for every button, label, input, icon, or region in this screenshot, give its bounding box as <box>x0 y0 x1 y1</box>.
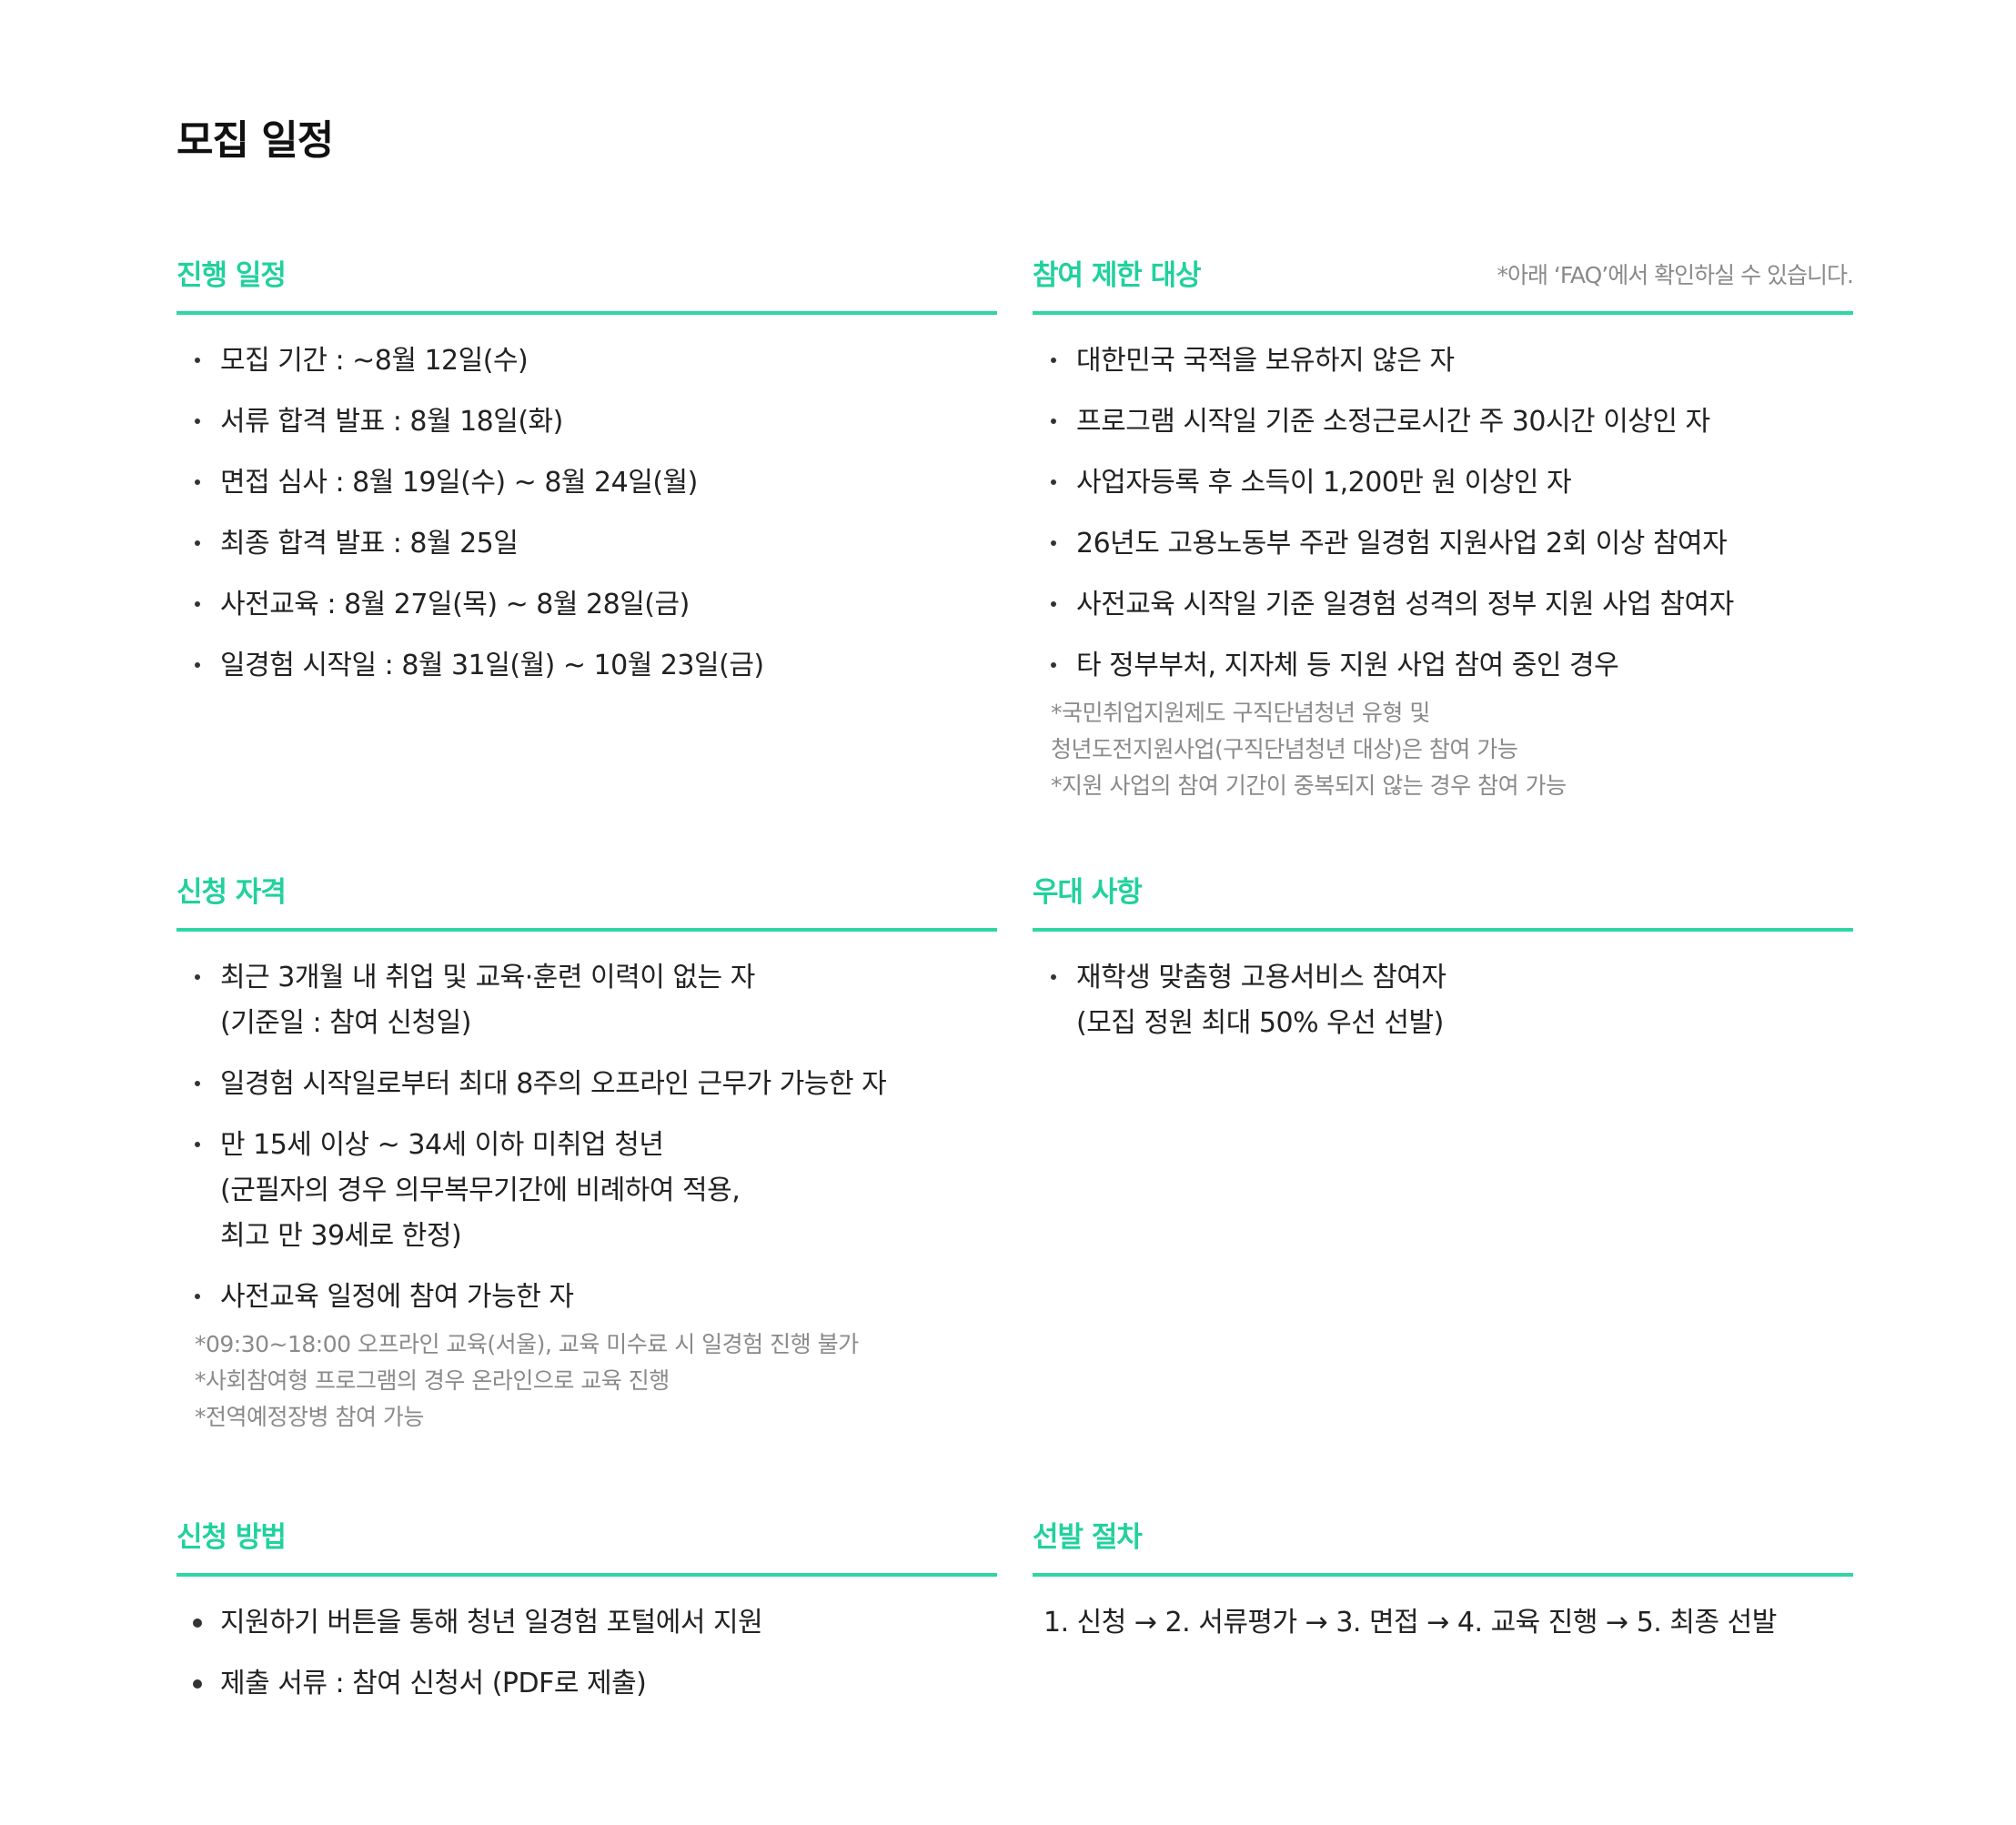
selection-title: 선발 절차 <box>1033 1521 1143 1554</box>
bullet-icon <box>1051 479 1056 485</box>
list-item-text: 모집 기간 : ~8월 12일(수) <box>220 345 529 377</box>
list-item-text: 최근 3개월 내 취업 및 교육·훈련 이력이 없는 자 (기준일 : 참여 신… <box>220 962 755 1039</box>
list-item: 최근 3개월 내 취업 및 교육·훈련 이력이 없는 자 (기준일 : 참여 신… <box>176 955 997 1046</box>
bullet-icon <box>195 601 200 607</box>
restrictions-section: 참여 제한 대상 *아래 ‘FAQ’에서 확인하실 수 있습니다. 대한민국 국… <box>1033 255 1854 804</box>
list-item: 재학생 맞춤형 고용서비스 참여자 (모집 정원 최대 50% 우선 선발) <box>1033 955 1853 1046</box>
restrictions-header: 참여 제한 대상 *아래 ‘FAQ’에서 확인하실 수 있습니다. <box>1033 255 1854 315</box>
schedule-header: 진행 일정 <box>176 255 997 315</box>
page-title: 모집 일정 <box>176 117 334 164</box>
bullet-icon <box>193 1618 202 1628</box>
list-item-text: 만 15세 이상 ~ 34세 이하 미취업 청년 (군필자의 경우 의무복무기간… <box>220 1129 741 1252</box>
list-item-text: 대한민국 국적을 보유하지 않은 자 <box>1076 345 1455 377</box>
bullet-icon <box>195 1081 200 1086</box>
list-item-text: 사업자등록 후 소득이 1,200만 원 이상인 자 <box>1076 467 1572 499</box>
method-header: 신청 방법 <box>176 1517 997 1577</box>
bullet-icon <box>195 1294 200 1299</box>
list-item-text: 면접 심사 : 8월 19일(수) ~ 8월 24일(월) <box>220 467 698 499</box>
schedule-title: 진행 일정 <box>176 259 287 292</box>
schedule-list: 모집 기간 : ~8월 12일(수) 서류 합격 발표 : 8월 18일(화) … <box>176 338 997 689</box>
list-item-text: 26년도 고용노동부 주관 일경험 지원사업 2회 이상 참여자 <box>1076 528 1728 560</box>
faq-note: *아래 ‘FAQ’에서 확인하실 수 있습니다. <box>1497 262 1854 288</box>
list-item-text: 일경험 시작일 : 8월 31일(월) ~ 10월 23일(금) <box>220 650 764 681</box>
eligibility-list: 최근 3개월 내 취업 및 교육·훈련 이력이 없는 자 (기준일 : 참여 신… <box>176 955 997 1320</box>
bullet-icon <box>1051 358 1056 363</box>
method-title: 신청 방법 <box>176 1521 287 1554</box>
list-item-text: 타 정부부처, 지자체 등 지원 사업 참여 중인 경우 <box>1076 650 1619 681</box>
bullet-icon <box>193 1679 202 1689</box>
bullet-icon <box>195 974 200 980</box>
selection-steps: 1. 신청 → 2. 서류평가 → 3. 면접 → 4. 교육 진행 → 5. … <box>1043 1607 1777 1638</box>
list-item-text: 일경험 시작일로부터 최대 8주의 오프라인 근무가 가능한 자 <box>220 1068 887 1100</box>
bullet-icon <box>195 540 200 546</box>
method-list: 지원하기 버튼을 통해 청년 일경험 포털에서 지원 제출 서류 : 참여 신청… <box>176 1600 997 1707</box>
bullet-icon <box>1051 418 1056 424</box>
bullet-icon <box>195 479 200 485</box>
eligibility-title: 신청 자격 <box>176 876 287 909</box>
bullet-icon <box>195 358 200 363</box>
restrictions-title: 참여 제한 대상 <box>1033 259 1202 292</box>
preference-section: 우대 사항 재학생 맞춤형 고용서비스 참여자 (모집 정원 최대 50% 우선… <box>1033 872 1853 1062</box>
list-item: 면접 심사 : 8월 19일(수) ~ 8월 24일(월) <box>176 460 997 506</box>
list-item: 사전교육 시작일 기준 일경험 성격의 정부 지원 사업 참여자 <box>1033 582 1853 628</box>
list-item-text: 사전교육 : 8월 27일(목) ~ 8월 28일(금) <box>220 589 690 620</box>
list-item: 최종 합격 발표 : 8월 25일 <box>176 521 997 567</box>
list-item-text: 재학생 맞춤형 고용서비스 참여자 (모집 정원 최대 50% 우선 선발) <box>1076 962 1446 1039</box>
list-item: 서류 합격 발표 : 8월 18일(화) <box>176 399 997 445</box>
bullet-icon <box>1051 601 1056 607</box>
list-item: 프로그램 시작일 기준 소정근로시간 주 30시간 이상인 자 <box>1033 399 1853 445</box>
method-section: 신청 방법 지원하기 버튼을 통해 청년 일경험 포털에서 지원 제출 서류 :… <box>176 1517 997 1722</box>
bullet-icon <box>1051 540 1056 546</box>
list-item: 지원하기 버튼을 통해 청년 일경험 포털에서 지원 <box>176 1600 997 1646</box>
selection-header: 선발 절차 <box>1033 1517 1853 1577</box>
list-item-text: 프로그램 시작일 기준 소정근로시간 주 30시간 이상인 자 <box>1076 406 1710 438</box>
preference-header: 우대 사항 <box>1033 872 1853 932</box>
list-item-text: 최종 합격 발표 : 8월 25일 <box>220 528 519 560</box>
list-item: 사전교육 : 8월 27일(목) ~ 8월 28일(금) <box>176 582 997 628</box>
preference-list: 재학생 맞춤형 고용서비스 참여자 (모집 정원 최대 50% 우선 선발) <box>1033 955 1853 1046</box>
list-item: 모집 기간 : ~8월 12일(수) <box>176 338 997 384</box>
selection-section: 선발 절차 1. 신청 → 2. 서류평가 → 3. 면접 → 4. 교육 진행… <box>1033 1517 1853 1646</box>
eligibility-notes: *09:30~18:00 오프라인 교육(서울), 교육 미수료 시 일경험 진… <box>195 1331 859 1430</box>
list-item: 대한민국 국적을 보유하지 않은 자 <box>1033 338 1853 384</box>
bullet-icon <box>195 662 200 668</box>
list-item-text: 사전교육 시작일 기준 일경험 성격의 정부 지원 사업 참여자 <box>1076 589 1734 620</box>
list-item-text: 지원하기 버튼을 통해 청년 일경험 포털에서 지원 <box>220 1607 763 1638</box>
list-item-text: 서류 합격 발표 : 8월 18일(화) <box>220 406 563 438</box>
list-item: 만 15세 이상 ~ 34세 이하 미취업 청년 (군필자의 경우 의무복무기간… <box>176 1123 997 1259</box>
list-item: 사전교육 일정에 참여 가능한 자 <box>176 1275 997 1320</box>
list-item-text: 사전교육 일정에 참여 가능한 자 <box>220 1281 574 1313</box>
list-item-text: 제출 서류 : 참여 신청서 (PDF로 제출) <box>220 1668 647 1699</box>
restrictions-notes: *국민취업지원제도 구직단념청년 유형 및 청년도전지원사업(구직단념청년 대상… <box>1051 700 1567 799</box>
bullet-icon <box>195 1142 200 1147</box>
bullet-icon <box>195 418 200 424</box>
list-item: 26년도 고용노동부 주관 일경험 지원사업 2회 이상 참여자 <box>1033 521 1853 567</box>
list-item: 제출 서류 : 참여 신청서 (PDF로 제출) <box>176 1661 997 1707</box>
restrictions-list: 대한민국 국적을 보유하지 않은 자 프로그램 시작일 기준 소정근로시간 주 … <box>1033 338 1853 689</box>
preference-title: 우대 사항 <box>1033 876 1143 909</box>
eligibility-section: 신청 자격 최근 3개월 내 취업 및 교육·훈련 이력이 없는 자 (기준일 … <box>176 872 997 1436</box>
list-item: 사업자등록 후 소득이 1,200만 원 이상인 자 <box>1033 460 1853 506</box>
list-item: 일경험 시작일로부터 최대 8주의 오프라인 근무가 가능한 자 <box>176 1062 997 1107</box>
list-item: 타 정부부처, 지자체 등 지원 사업 참여 중인 경우 <box>1033 643 1853 689</box>
schedule-section: 진행 일정 모집 기간 : ~8월 12일(수) 서류 합격 발표 : 8월 1… <box>176 255 997 704</box>
bullet-icon <box>1051 662 1056 668</box>
list-item: 일경험 시작일 : 8월 31일(월) ~ 10월 23일(금) <box>176 643 997 689</box>
bullet-icon <box>1051 974 1056 980</box>
eligibility-header: 신청 자격 <box>176 872 997 932</box>
